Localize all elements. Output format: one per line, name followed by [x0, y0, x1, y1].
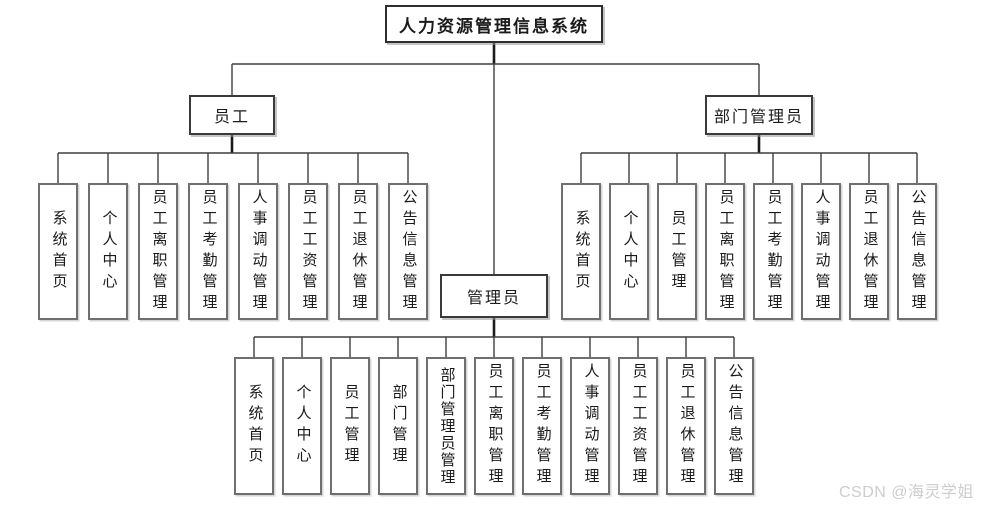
employee-child-node-2: 员工离职管理	[138, 183, 178, 320]
admin-child-node-2-label: 员工管理	[342, 384, 359, 468]
department-admin-child-node-3: 员工离职管理	[705, 183, 745, 320]
admin-child-node-10: 公告信息管理	[714, 357, 754, 495]
node-branch-department-admin-label: 部门管理员	[713, 109, 804, 126]
employee-child-node-2-label: 员工离职管理	[150, 188, 167, 315]
employee-child-node-4: 人事调动管理	[238, 183, 278, 320]
admin-child-node-2: 员工管理	[330, 357, 370, 495]
department-admin-child-node-6: 员工退休管理	[849, 183, 889, 320]
admin-child-node-3: 部门管理	[378, 357, 418, 495]
employee-child-node-3: 员工考勤管理	[188, 183, 228, 320]
node-root: 人力资源管理信息系统	[385, 5, 603, 43]
employee-child-node-5: 员工工资管理	[288, 183, 328, 320]
department-admin-child-node-2: 员工管理	[657, 183, 697, 320]
node-root-label: 人力资源管理信息系统	[399, 16, 589, 36]
department-admin-child-node-5: 人事调动管理	[801, 183, 841, 320]
admin-child-node-6-label: 员工考勤管理	[534, 363, 551, 489]
node-branch-employee-label: 员工	[213, 109, 250, 126]
admin-child-node-8-label: 员工工资管理	[630, 363, 647, 489]
admin-child-node-5-label: 员工离职管理	[486, 363, 503, 489]
department-admin-child-node-1-label: 个人中心	[621, 209, 638, 294]
department-admin-child-node-1: 个人中心	[609, 183, 649, 320]
department-admin-child-node-0: 系统首页	[561, 183, 601, 320]
employee-child-node-3-label: 员工考勤管理	[200, 188, 217, 315]
node-branch-employee: 员工	[189, 95, 275, 135]
department-admin-child-node-5-label: 人事调动管理	[813, 188, 830, 315]
employee-child-node-6-label: 员工退休管理	[350, 188, 367, 315]
node-branch-admin-label: 管理员	[466, 290, 521, 307]
employee-child-node-0: 系统首页	[38, 183, 78, 320]
admin-child-node-9: 员工退休管理	[666, 357, 706, 495]
department-admin-child-node-7-label: 公告信息管理	[909, 188, 926, 315]
employee-child-node-1: 个人中心	[88, 183, 128, 320]
admin-child-node-7: 人事调动管理	[570, 357, 610, 495]
department-admin-child-node-3-label: 员工离职管理	[717, 188, 734, 315]
employee-child-node-5-label: 员工工资管理	[300, 188, 317, 315]
employee-child-node-6: 员工退休管理	[338, 183, 378, 320]
department-admin-child-node-4-label: 员工考勤管理	[765, 188, 782, 315]
admin-child-node-10-label: 公告信息管理	[726, 363, 743, 489]
watermark: CSDN @海灵学姐	[838, 484, 974, 501]
admin-child-node-0: 系统首页	[234, 357, 274, 495]
admin-child-node-1: 个人中心	[282, 357, 322, 495]
employee-child-node-7: 公告信息管理	[388, 183, 428, 320]
admin-child-node-3-label: 部门管理	[390, 384, 407, 468]
employee-child-node-4-label: 人事调动管理	[250, 188, 267, 315]
department-admin-child-node-6-label: 员工退休管理	[861, 188, 878, 315]
admin-child-node-6: 员工考勤管理	[522, 357, 562, 495]
node-branch-department-admin: 部门管理员	[705, 95, 813, 135]
admin-child-node-7-label: 人事调动管理	[582, 363, 599, 489]
employee-child-node-0-label: 系统首页	[50, 209, 67, 294]
admin-child-node-8: 员工工资管理	[618, 357, 658, 495]
employee-child-node-7-label: 公告信息管理	[400, 188, 417, 315]
department-admin-child-node-4: 员工考勤管理	[753, 183, 793, 320]
admin-child-node-4: 部门管理员管理	[426, 357, 466, 495]
employee-child-node-1-label: 个人中心	[100, 209, 117, 294]
department-admin-child-node-0-label: 系统首页	[573, 209, 590, 294]
admin-child-node-0-label: 系统首页	[246, 384, 263, 468]
admin-child-node-5: 员工离职管理	[474, 357, 514, 495]
department-admin-child-node-2-label: 员工管理	[669, 209, 686, 294]
admin-child-node-9-label: 员工退休管理	[678, 363, 695, 489]
admin-child-node-4-label: 部门管理员管理	[438, 366, 455, 486]
department-admin-child-node-7: 公告信息管理	[897, 183, 937, 320]
node-branch-admin: 管理员	[440, 274, 548, 318]
admin-child-node-1-label: 个人中心	[294, 384, 311, 468]
